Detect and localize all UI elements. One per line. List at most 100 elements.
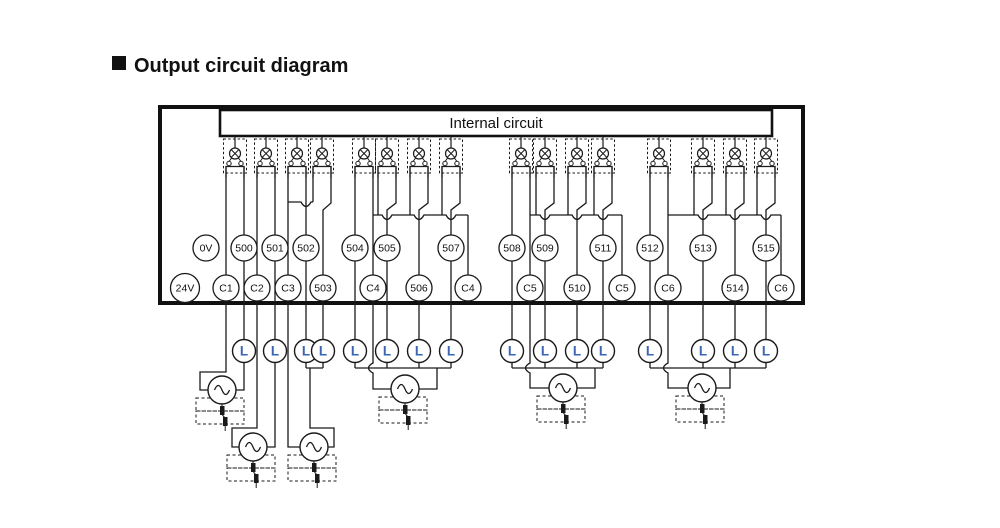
load-symbol: L <box>374 338 400 364</box>
terminal-circle <box>516 274 544 302</box>
terminal-label: 512 <box>641 243 659 255</box>
contact-link <box>514 157 519 162</box>
load-letter: L <box>541 344 549 359</box>
coil-x-stroke <box>762 149 770 158</box>
terminal-501: 501 <box>261 234 289 262</box>
internal-circuit-label: Internal circuit <box>449 115 543 132</box>
coil-x-stroke <box>699 149 707 158</box>
contact-point-icon <box>390 160 396 167</box>
load-circle <box>231 338 257 364</box>
load-letter: L <box>351 344 359 359</box>
contact-frame <box>725 165 745 178</box>
load-circle <box>637 338 663 364</box>
coil-x-stroke <box>447 149 455 158</box>
load-letter: L <box>447 344 455 359</box>
wire <box>734 166 745 275</box>
contact-link <box>661 157 666 162</box>
wire <box>418 166 429 275</box>
contact-link <box>737 157 742 162</box>
terminal-circle <box>721 274 749 302</box>
load-circle <box>722 338 748 364</box>
contact-link <box>705 157 710 162</box>
load-symbol: L <box>590 338 616 364</box>
coil-x-stroke <box>262 149 270 158</box>
terminal-label: 508 <box>503 243 521 255</box>
terminal-circle <box>359 274 387 302</box>
contact-point-icon <box>580 160 586 167</box>
wire <box>602 166 613 235</box>
contact-link <box>299 157 304 162</box>
relay-symbols-layer <box>223 136 778 178</box>
contact-link <box>570 157 575 162</box>
contact-point-icon <box>288 160 294 167</box>
terminal-label: C4 <box>461 283 475 295</box>
terminal-label: 510 <box>568 283 586 295</box>
page-title: Output circuit diagram <box>112 55 348 77</box>
contact-frame <box>409 165 429 178</box>
terminal-label: 0V <box>200 243 213 255</box>
terminal-circle <box>752 234 780 262</box>
contact-link <box>237 157 242 162</box>
terminal-circle <box>192 234 220 262</box>
terminal-508: 508 <box>498 234 526 262</box>
load-letter: L <box>383 344 391 359</box>
relay-output-symbol <box>223 136 247 178</box>
load-circle <box>564 338 590 364</box>
ac-source-layer <box>195 373 725 488</box>
terminal-c1: C1 <box>212 274 240 302</box>
contact-link <box>523 157 528 162</box>
terminal-circle <box>767 274 795 302</box>
contact-link <box>579 157 584 162</box>
load-letter: L <box>302 344 310 359</box>
contact-point-icon <box>422 160 428 167</box>
contact-point-icon <box>325 160 331 167</box>
contact-frame <box>441 165 461 178</box>
coil-x-stroke <box>541 149 549 158</box>
relay-output-symbol <box>591 136 615 178</box>
terminal-circle <box>261 234 289 262</box>
terminal-label: 500 <box>235 243 253 255</box>
contact-frame <box>354 165 374 178</box>
terminal-circle <box>243 274 271 302</box>
contact-point-icon <box>226 160 232 167</box>
contact-link <box>696 157 701 162</box>
wire <box>716 368 731 389</box>
internal-circuit-box <box>218 108 774 138</box>
contact-point-icon <box>769 160 775 167</box>
terminal-label: C6 <box>774 283 788 295</box>
ac-power-source <box>378 374 428 430</box>
load-circle <box>342 338 368 364</box>
coil-x-stroke <box>318 149 326 158</box>
terminal-circle <box>212 274 240 302</box>
fuse-bar-icon <box>254 474 259 483</box>
terminal-0v: 0V <box>192 234 220 262</box>
contact-link <box>324 157 329 162</box>
page-title-text: Output circuit diagram <box>134 55 348 77</box>
relay-output-symbol <box>691 136 715 178</box>
fuse-bar-icon <box>251 463 256 472</box>
fuse-bar-icon <box>564 415 569 424</box>
fuse-bar-icon <box>700 404 705 413</box>
contact-link <box>357 157 362 162</box>
terminal-label: 511 <box>595 243 612 255</box>
contact-point-icon <box>410 160 416 167</box>
fuse-bar-icon <box>403 405 408 414</box>
terminal-label: 513 <box>694 243 712 255</box>
relay-output-symbol <box>754 136 778 178</box>
terminal-circle <box>230 234 258 262</box>
terminal-circle <box>636 234 664 262</box>
fuse-bar-icon <box>223 417 228 426</box>
wiring-layer <box>199 166 782 448</box>
contact-frame <box>511 165 531 178</box>
fuse-bar-icon <box>561 404 566 413</box>
relay-output-symbol <box>509 136 533 178</box>
relay-output-symbol <box>439 136 463 178</box>
terminal-circle <box>169 272 201 304</box>
load-letter: L <box>762 344 770 359</box>
terminal-510: 510 <box>563 274 591 302</box>
load-letter: L <box>599 344 607 359</box>
fuse-bar-icon <box>312 463 317 472</box>
contact-point-icon <box>568 160 574 167</box>
